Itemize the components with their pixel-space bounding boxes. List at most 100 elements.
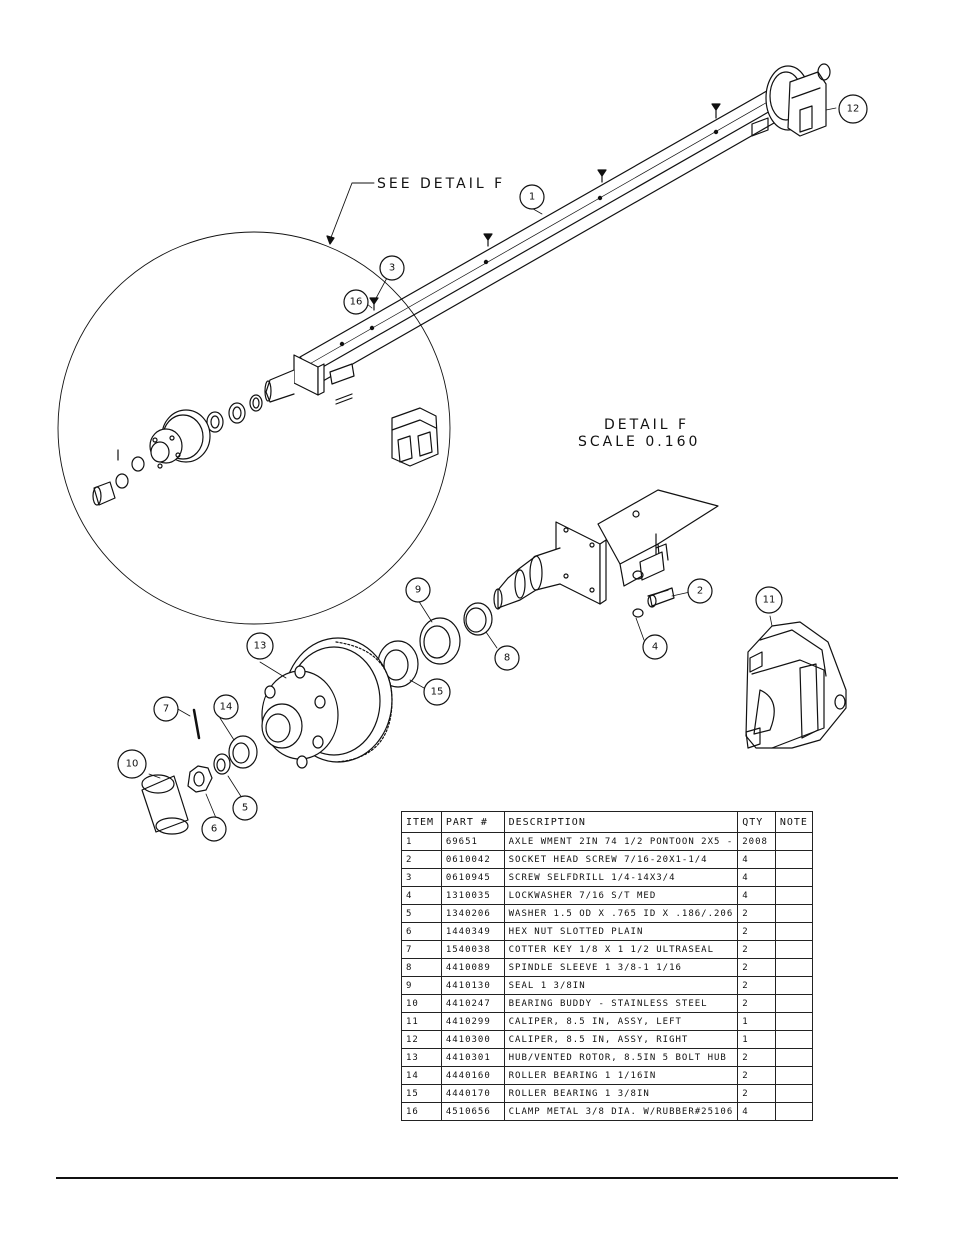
bom-part-number: 4410300 [440, 1030, 505, 1049]
balloon-1 [519, 184, 545, 210]
bom-item: 15 [401, 1084, 442, 1103]
bom-part-number: 1340206 [440, 904, 505, 923]
leaders [148, 107, 837, 819]
bom-qty: 4 [737, 1102, 776, 1121]
balloon-13-number: 13 [254, 641, 267, 652]
bom-qty: 4 [737, 850, 776, 869]
balloon-5-number: 5 [242, 803, 248, 814]
bom-description: SCREW SELFDRILL 1/4-14X3/4 [503, 868, 739, 887]
footer-rule [56, 1177, 898, 1179]
bom-note [774, 1066, 814, 1085]
detail-hub-rotor [261, 637, 393, 769]
bom-part-number: 4410130 [440, 976, 505, 995]
balloon-10-number: 10 [126, 759, 139, 770]
bom-qty: 2 [737, 1084, 776, 1103]
bom-note [774, 1030, 814, 1049]
balloon-8 [494, 645, 520, 671]
bom-part-number: 1310035 [440, 886, 505, 905]
balloon-5 [232, 795, 258, 821]
bom-note [774, 832, 814, 851]
bom-qty: 4 [737, 868, 776, 887]
balloon-6-number: 6 [211, 824, 217, 835]
bom-item: 8 [401, 958, 442, 977]
balloon-16-number: 16 [350, 297, 363, 308]
bom-qty: 2 [737, 940, 776, 959]
bom-part-number: 0610042 [440, 850, 505, 869]
detail-circle [57, 231, 451, 625]
bom-part-number: 1540038 [440, 940, 505, 959]
bom-qty: 2 [737, 958, 776, 977]
bom-header-note: NOTE [774, 811, 814, 833]
bom-description: CALIPER, 8.5 IN, ASSY, LEFT [503, 1012, 739, 1031]
bom-item: 7 [401, 940, 442, 959]
bom-description: SOCKET HEAD SCREW 7/16-20X1-1/4 [503, 850, 739, 869]
see-detail-label: SEE DETAIL F [377, 176, 505, 192]
balloon-9 [405, 577, 431, 603]
bom-item: 9 [401, 976, 442, 995]
bom-item: 10 [401, 994, 442, 1013]
bom-header-qty: QTY [737, 811, 776, 833]
balloon-14 [213, 694, 239, 720]
detail-axle-end [493, 489, 719, 618]
balloon-11 [755, 586, 783, 614]
bom-item: 13 [401, 1048, 442, 1067]
balloon-11-number: 11 [763, 595, 776, 606]
bom-qty: 2 [737, 976, 776, 995]
bom-part-number: 69651 [440, 832, 505, 851]
bom-note [774, 850, 814, 869]
bom-note [774, 976, 814, 995]
bom-header-row: ITEM PART # DESCRIPTION QTY NOTE [401, 811, 814, 833]
balloon-6 [201, 816, 227, 842]
balloon-12 [838, 94, 868, 124]
bom-note [774, 904, 814, 923]
bom-item: 1 [401, 832, 442, 851]
bom-item: 12 [401, 1030, 442, 1049]
bom-header-description: DESCRIPTION [503, 811, 739, 833]
axle-right-end [751, 63, 831, 137]
bom-qty: 2 [737, 994, 776, 1013]
detail-screw [647, 589, 669, 597]
bom-description: ROLLER BEARING 1 3/8IN [503, 1084, 739, 1103]
bom-qty: 2 [737, 922, 776, 941]
balloon-4-number: 4 [652, 642, 658, 653]
bom-item: 14 [401, 1066, 442, 1085]
bom-description: BEARING BUDDY - STAINLESS STEEL [503, 994, 739, 1013]
detail-caliper [745, 621, 847, 749]
balloon-9-number: 9 [415, 585, 421, 596]
bom-part-number: 4410299 [440, 1012, 505, 1031]
clamps [369, 103, 721, 311]
bom-part-number: 4440170 [440, 1084, 505, 1103]
bom-item: 3 [401, 868, 442, 887]
bom-qty: 1 [737, 1012, 776, 1031]
bom-note [774, 1102, 814, 1121]
bom-description: HEX NUT SLOTTED PLAIN [503, 922, 739, 941]
bom-item: 6 [401, 922, 442, 941]
bom-header-item: ITEM [401, 811, 442, 833]
detail-leader [329, 182, 375, 241]
balloon-13 [246, 632, 274, 660]
bom-description: CALIPER, 8.5 IN, ASSY, RIGHT [503, 1030, 739, 1049]
bom-part-number: 0610945 [440, 868, 505, 887]
balloon-8-number: 8 [504, 653, 510, 664]
bom-note [774, 1048, 814, 1067]
balloon-7 [153, 696, 179, 722]
balloon-2 [687, 578, 713, 604]
bom-description: COTTER KEY 1/8 X 1 1/2 ULTRASEAL [503, 940, 739, 959]
bom-note [774, 886, 814, 905]
small-rotor-hub [92, 409, 211, 506]
bom-header-part: PART # [440, 811, 505, 833]
balloon-10 [117, 749, 147, 779]
bom-item: 2 [401, 850, 442, 869]
bom-note [774, 1084, 814, 1103]
bom-part-number: 4410089 [440, 958, 505, 977]
balloon-7-number: 7 [163, 704, 169, 715]
